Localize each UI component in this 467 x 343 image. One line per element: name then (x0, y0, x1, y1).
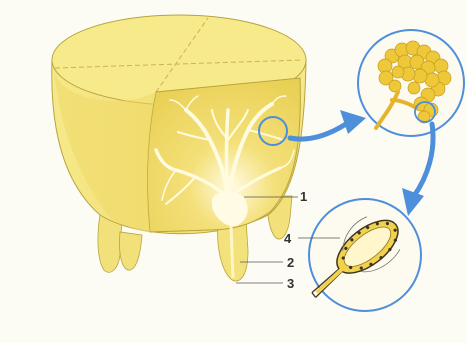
label-4: 4 (284, 231, 292, 246)
teat-canal (231, 226, 233, 278)
arrow-head-2 (402, 188, 424, 216)
teat-front-left (119, 232, 142, 270)
label-1: 1 (300, 189, 307, 204)
label-3: 3 (287, 276, 294, 291)
arrow-head-1 (340, 110, 366, 134)
label-2: 2 (287, 255, 294, 270)
